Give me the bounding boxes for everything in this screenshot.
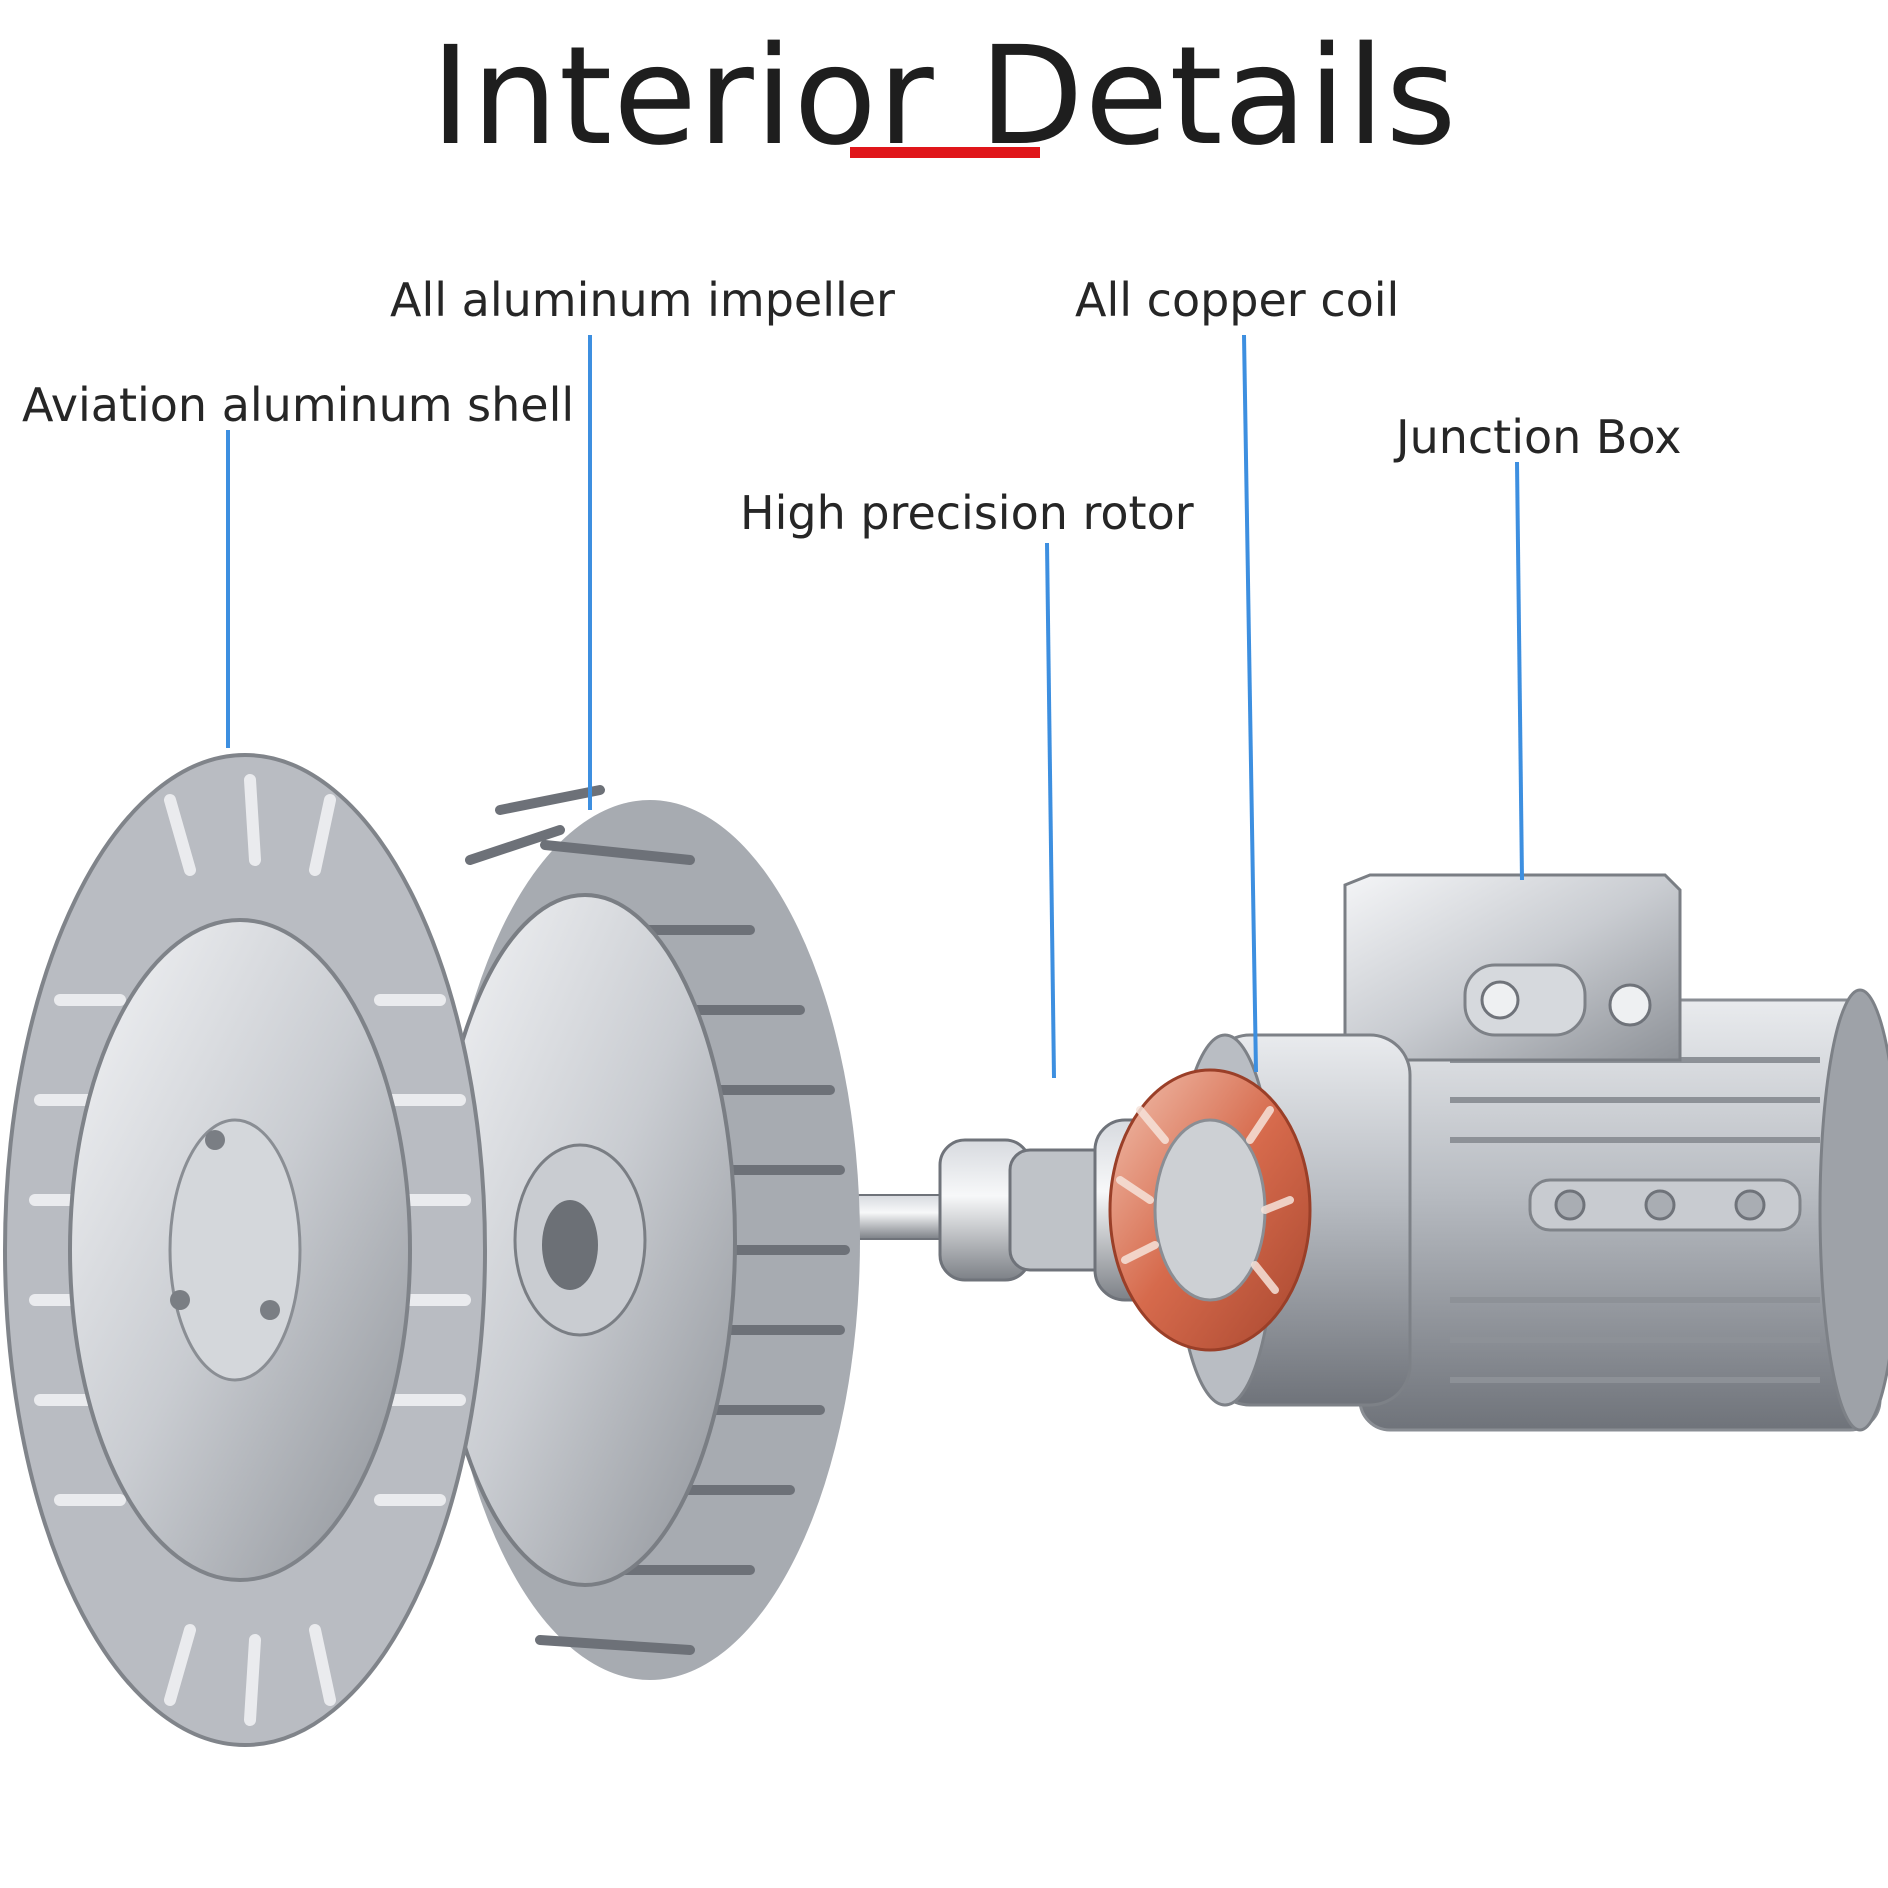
label-aviation-aluminum-shell: Aviation aluminum shell bbox=[22, 378, 575, 432]
junction-box bbox=[1343, 873, 1682, 1062]
label-all-copper-coil: All copper coil bbox=[1075, 273, 1400, 327]
label-junction-box: Junction Box bbox=[1396, 410, 1682, 464]
aluminum-shell bbox=[3, 753, 487, 1747]
label-high-precision-rotor: High precision rotor bbox=[740, 486, 1194, 540]
leader-lines bbox=[226, 334, 1524, 1079]
title-underline bbox=[850, 147, 1040, 158]
rotor bbox=[849, 1068, 1312, 1352]
label-all-aluminum-impeller: All aluminum impeller bbox=[390, 273, 895, 327]
impeller bbox=[433, 785, 860, 1680]
